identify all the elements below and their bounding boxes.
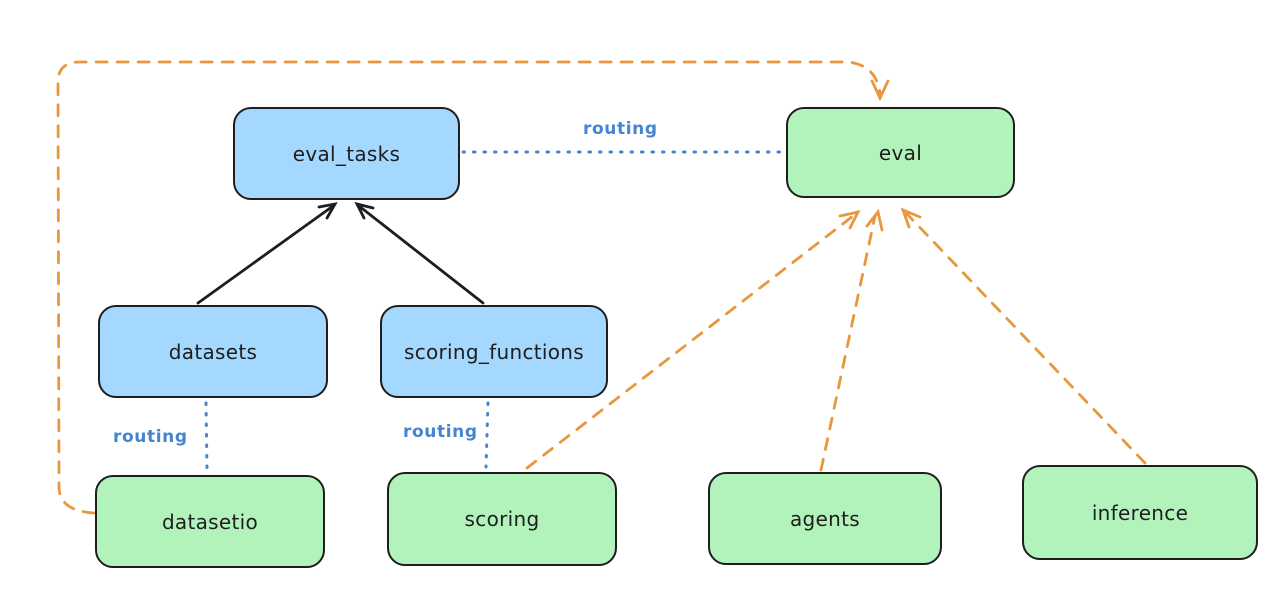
node-datasets: datasets: [98, 305, 328, 398]
node-datasetio: datasetio: [95, 475, 325, 568]
node-scoring-label: scoring: [464, 507, 540, 531]
node-eval: eval: [786, 107, 1015, 198]
edge-orange-dashed-arrows: [56, 60, 1147, 515]
node-inference-label: inference: [1091, 500, 1189, 525]
edge-routing-dotted-lines: [204, 150, 786, 472]
node-inference: inference: [1022, 465, 1258, 560]
node-eval-tasks: eval_tasks: [233, 107, 460, 200]
node-scoring: scoring: [387, 472, 617, 566]
node-agents: agents: [708, 472, 942, 565]
node-agents-label: agents: [790, 506, 860, 531]
node-eval-label: eval: [878, 140, 923, 165]
node-scoring-functions-label: scoring_functions: [403, 339, 585, 364]
edge-label-routing-datasets-datasetio: routing: [113, 427, 188, 447]
edge-orange-arrowheads: [838, 79, 922, 232]
node-scoring-functions: scoring_functions: [380, 305, 608, 398]
node-datasetio-label: datasetio: [161, 509, 259, 534]
edge-datasets-to-eval-tasks: [196, 201, 485, 305]
node-eval-tasks-label: eval_tasks: [292, 141, 401, 166]
node-datasets-label: datasets: [168, 339, 258, 364]
edge-label-routing-scoring-functions-scoring: routing: [403, 422, 478, 442]
edge-label-routing-eval-tasks-eval: routing: [583, 119, 658, 139]
